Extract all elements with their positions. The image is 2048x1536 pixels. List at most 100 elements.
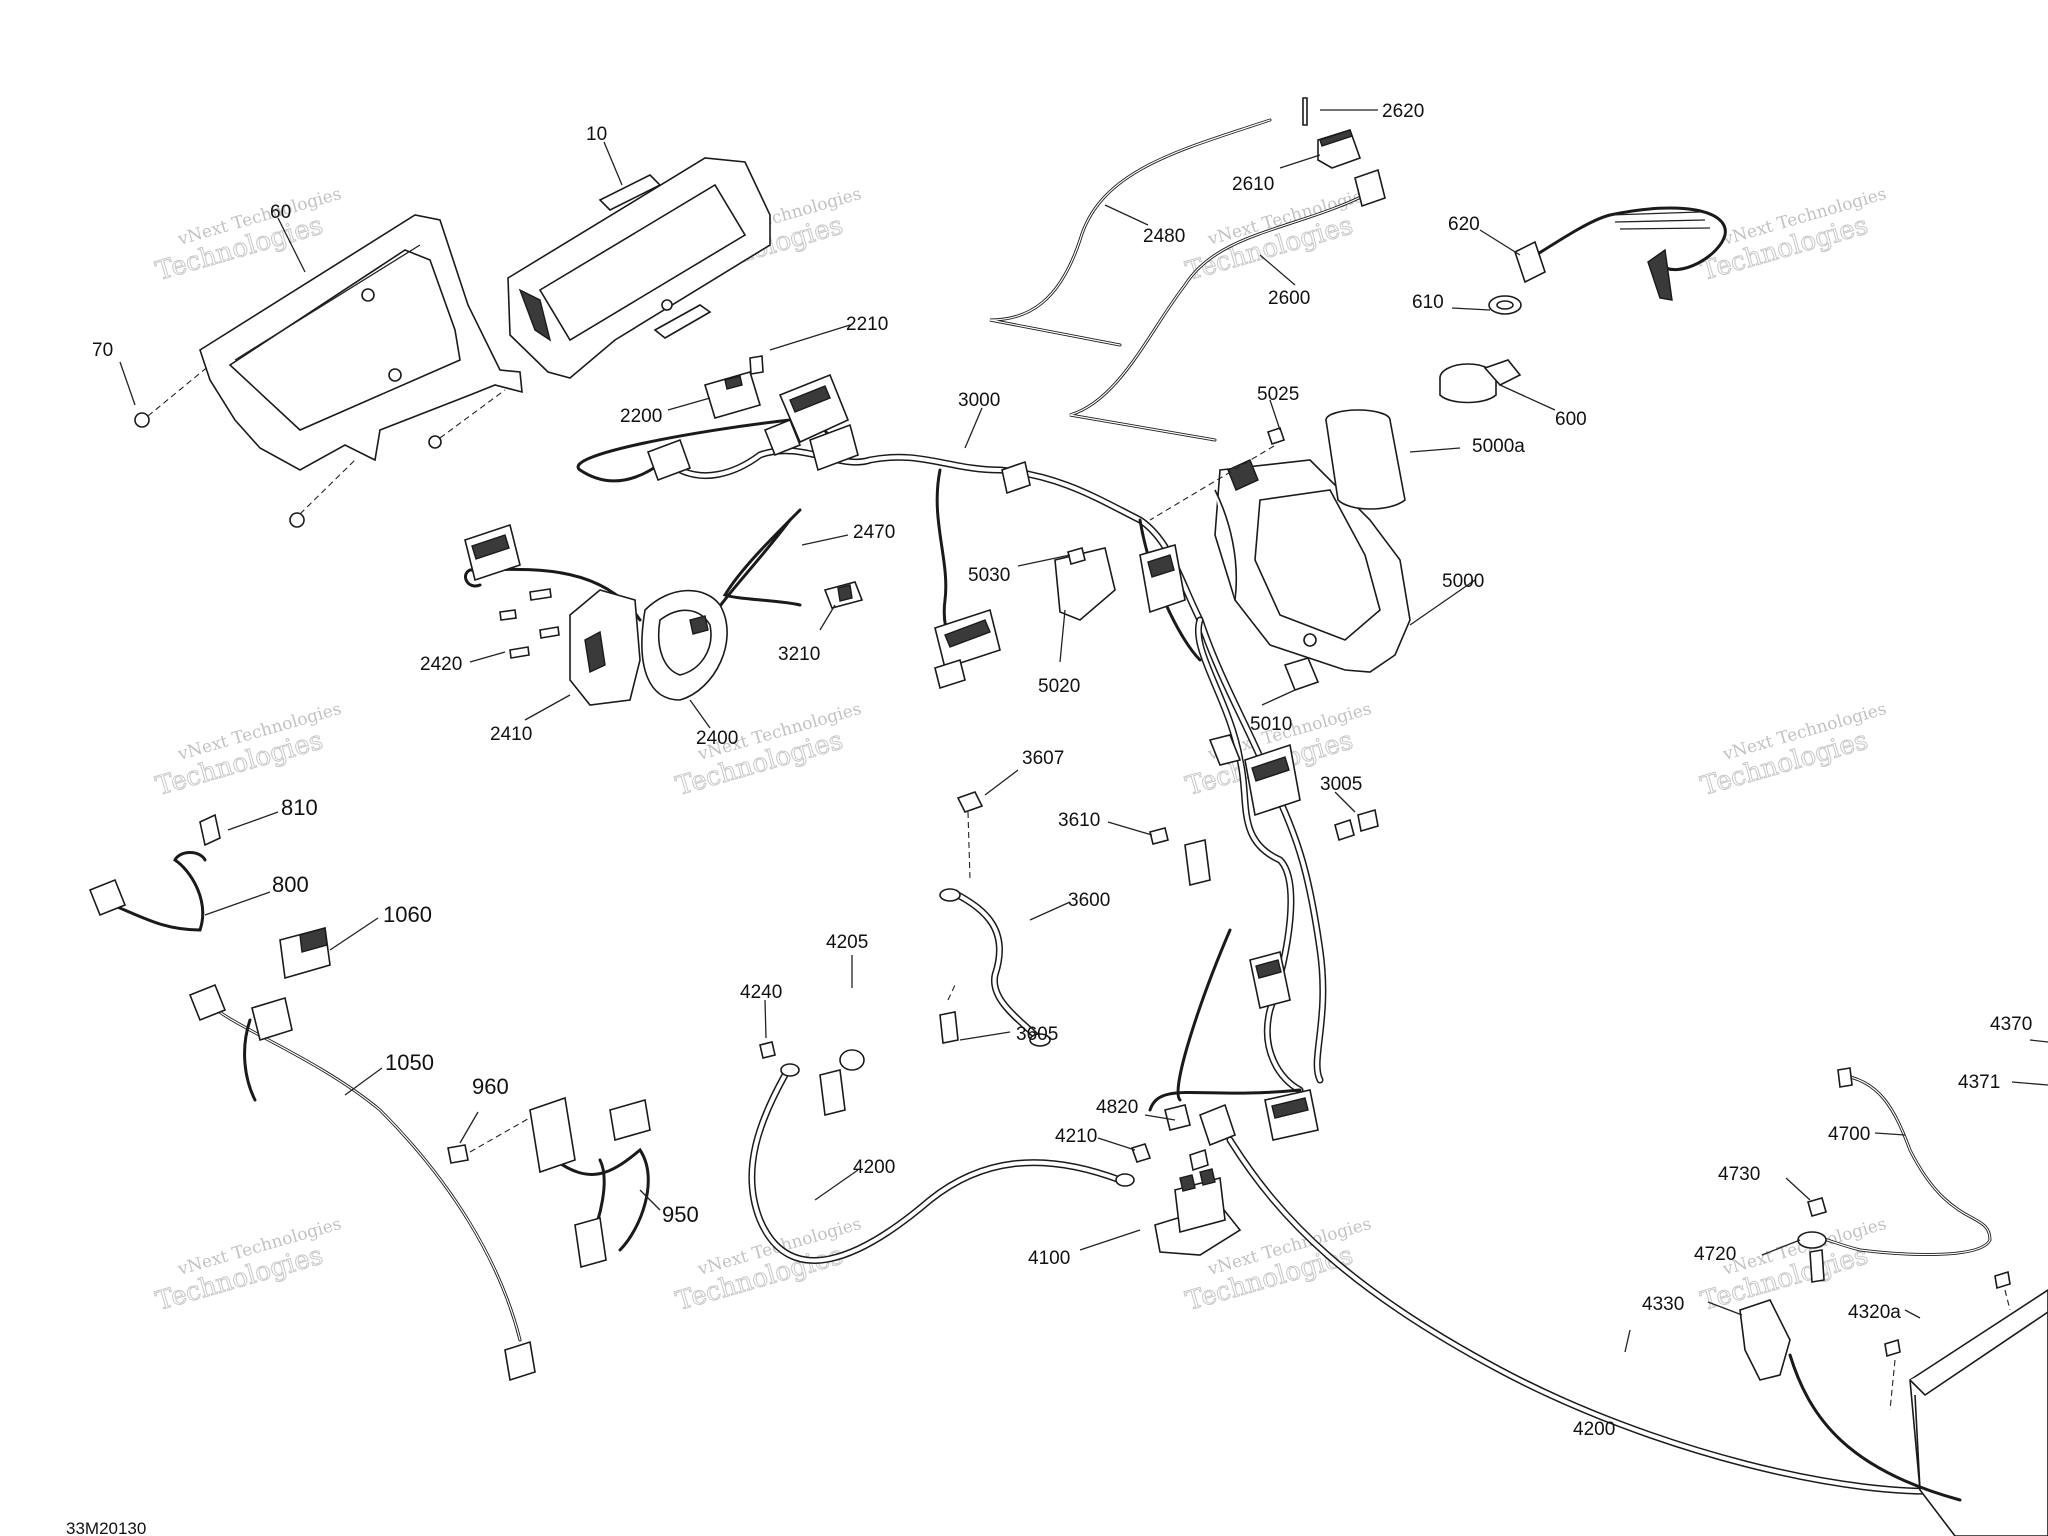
leader-lines <box>119 109 2048 1353</box>
cylinder-5000a-part <box>1325 409 1406 510</box>
callout-label: 2600 <box>1268 288 1310 309</box>
connector-part <box>1249 951 1291 1009</box>
callout-label: 2610 <box>1232 174 1274 195</box>
callout-label: 4200 <box>1573 1419 1615 1440</box>
callout-label: 3605 <box>1016 1024 1058 1045</box>
clip-5010-part <box>1283 657 1320 692</box>
battery-part <box>1909 1289 2048 1536</box>
callout-label: 2480 <box>1143 226 1185 247</box>
callout-label: 950 <box>662 1202 699 1227</box>
callout-label: 810 <box>281 795 318 820</box>
bolt-4320a-part <box>1884 1270 2011 1358</box>
callout-label: 4820 <box>1096 1097 1138 1118</box>
wire-2480-part <box>989 118 1272 347</box>
terminal-cover-4330-part <box>1739 1299 1791 1381</box>
connector-part <box>763 418 802 457</box>
bolt-3605-part <box>939 1011 959 1044</box>
nut-4210-part <box>1130 1143 1152 1163</box>
bracket-5020-part <box>1054 547 1116 621</box>
fuse-5030-part <box>1067 547 1086 565</box>
solenoid-4100-part <box>1154 1168 1242 1256</box>
connector-part <box>464 523 521 582</box>
switch-1060-part <box>279 926 331 980</box>
nut-3607-part <box>956 791 984 813</box>
bolt-5025-part <box>1266 426 1286 446</box>
connector-4820-part <box>1164 1103 1236 1147</box>
callout-label: 2210 <box>846 314 888 335</box>
cable-part <box>1788 1353 1962 1502</box>
bolt-960-part <box>447 1144 469 1164</box>
callout-label: 2400 <box>696 728 738 749</box>
callout-label: 3005 <box>1320 774 1362 795</box>
callout-label: 800 <box>272 872 309 897</box>
callout-label: 5025 <box>1257 384 1299 405</box>
screw-4240-part <box>759 1041 776 1059</box>
screw-2210-part <box>749 355 764 375</box>
terminal-4205-part <box>819 1049 865 1116</box>
callout-label: 60 <box>270 202 291 223</box>
handlebar-switch-2400-part <box>464 567 728 701</box>
main-harness-3000-part <box>576 417 1327 1112</box>
harness-950-part <box>529 1096 651 1269</box>
callout-labels: 10 60 70 2620 2610 2480 2600 620 610 600… <box>92 101 2032 1440</box>
sensor-810-part <box>199 813 221 847</box>
callout-label: 4730 <box>1718 1164 1760 1185</box>
callout-label: 3610 <box>1058 810 1100 831</box>
callout-label: 5010 <box>1250 714 1292 735</box>
wire-2470-part <box>708 508 802 622</box>
screw-part <box>428 435 442 449</box>
callout-label: 620 <box>1448 214 1480 235</box>
screw-part <box>289 512 305 528</box>
connector-part <box>934 608 1001 670</box>
callout-label: 2410 <box>490 724 532 745</box>
callout-label: 2470 <box>853 522 895 543</box>
switch-600-part <box>1439 359 1522 404</box>
screws-2420-part <box>499 588 560 659</box>
connector-3210-part <box>823 581 864 609</box>
harness-800-part <box>88 851 207 932</box>
callout-label: 2420 <box>420 654 462 675</box>
parts <box>88 97 2048 1536</box>
ground-cable-3600-part <box>939 888 1051 1047</box>
screw-part <box>134 412 150 428</box>
callout-label: 4320a <box>1848 1302 1901 1323</box>
tether-cord-part <box>1514 206 1727 301</box>
connector-part <box>1244 743 1301 817</box>
cluster-support-bracket-part <box>199 214 523 471</box>
switch-housing-2410-part <box>569 589 641 706</box>
callout-label: 10 <box>586 124 607 145</box>
callout-label: 3600 <box>1068 890 1110 911</box>
connector-part <box>809 423 859 472</box>
callout-label: 4210 <box>1055 1126 1097 1147</box>
callout-label: 3607 <box>1022 748 1064 769</box>
callout-label: 2200 <box>620 406 662 427</box>
battery-cable-4200-part <box>748 1063 1964 1495</box>
callout-label: 5020 <box>1038 676 1080 697</box>
callout-label: 4100 <box>1028 1248 1070 1269</box>
callout-label: 4330 <box>1642 1294 1684 1315</box>
connector-part <box>1184 839 1211 886</box>
cable-4700-part <box>1808 1067 1992 1256</box>
callout-label: 5000a <box>1472 436 1525 457</box>
callout-label: 1060 <box>383 902 432 927</box>
connector-part <box>1139 543 1186 614</box>
callout-label: 1050 <box>385 1050 434 1075</box>
connector-part <box>1264 1089 1319 1141</box>
bolt-3610-part <box>1149 827 1169 845</box>
antenna-wire-part <box>1069 168 1386 442</box>
callout-label: 5030 <box>968 565 1010 586</box>
nut-4730-part <box>1807 1197 1827 1217</box>
callout-label: 2620 <box>1382 101 1424 122</box>
callout-label: 4370 <box>1990 1014 2032 1035</box>
callout-label: 3210 <box>778 644 820 665</box>
callout-label: 4700 <box>1828 1124 1870 1145</box>
connector-part <box>778 373 850 444</box>
